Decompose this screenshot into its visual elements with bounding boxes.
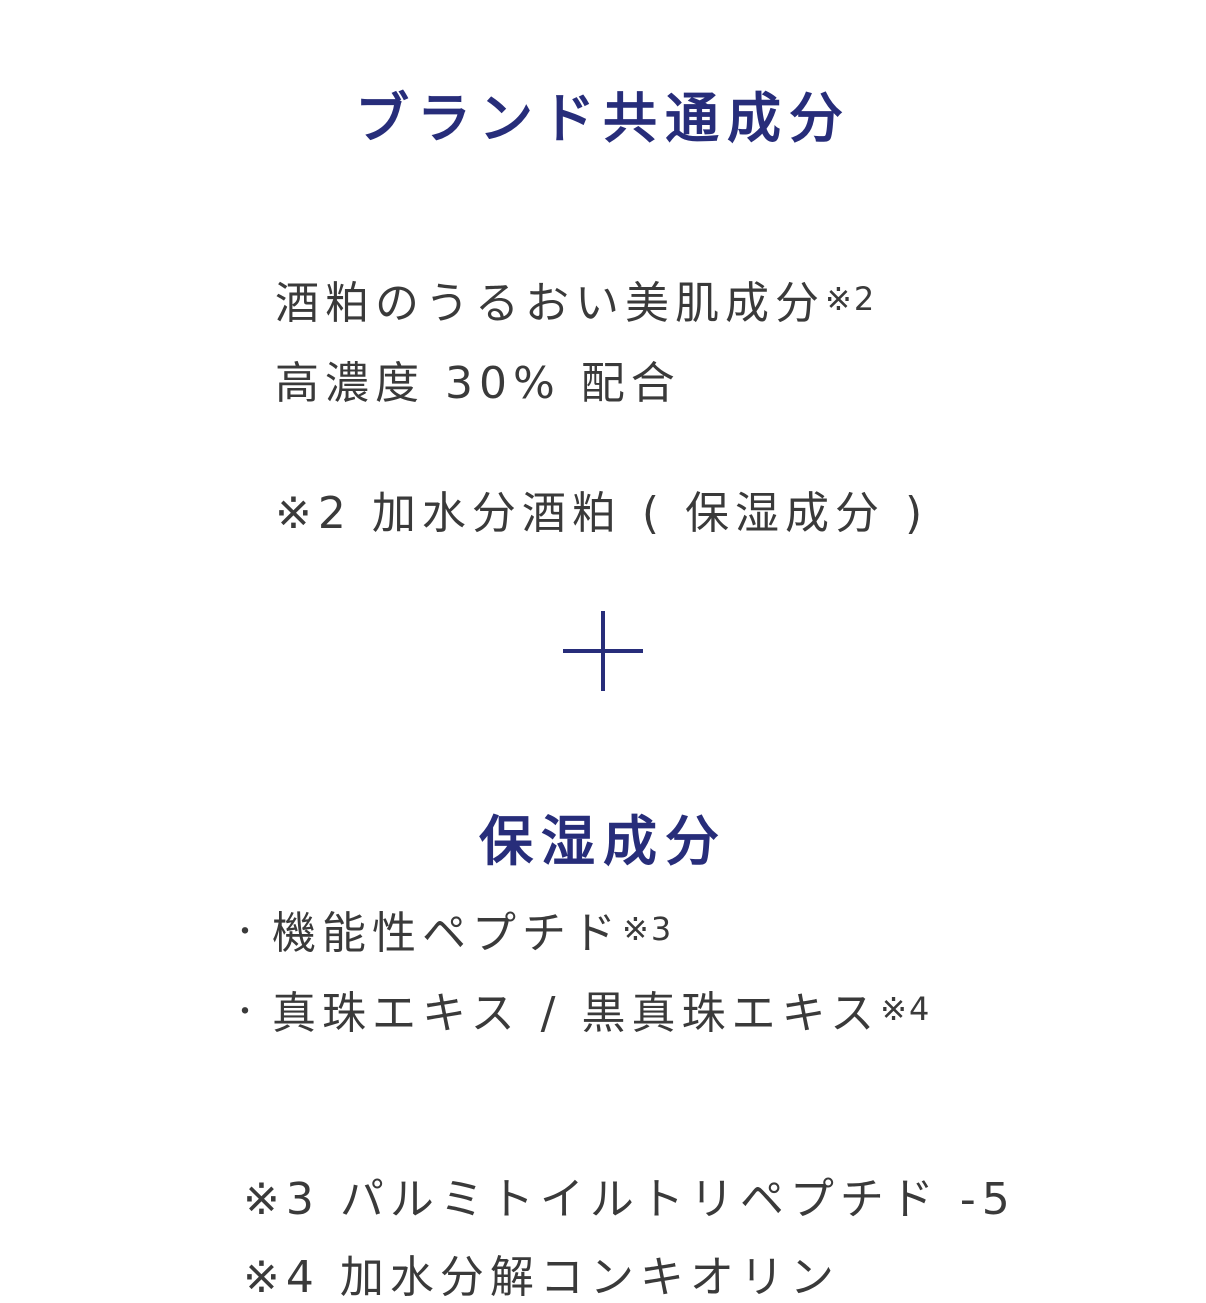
- list-item-functional-peptide: ・機能性ペプチド※3: [230, 912, 673, 956]
- plus-icon-vertical-bar: [601, 611, 605, 691]
- footnote-2: ※2 加水分酒粕 ( 保湿成分 ): [275, 488, 929, 539]
- sake-lees-ingredient-text: 酒粕のうるおい美肌成分: [275, 278, 825, 329]
- bullet: ・: [230, 995, 266, 1030]
- footnote-4: ※4 加水分解コンキオリン: [243, 1252, 840, 1303]
- brand-common-ingredients-heading: ブランド共通成分: [355, 87, 851, 150]
- footnote-mark-4: ※4: [880, 990, 932, 1028]
- footnote-mark-3: ※3: [622, 910, 674, 948]
- concentration-line: 高濃度 30% 配合: [275, 358, 681, 409]
- bullet: ・: [230, 915, 266, 950]
- list-item-pearl-extract: ・真珠エキス / 黒真珠エキス※4: [230, 992, 931, 1036]
- list-item-label: 機能性ペプチド: [272, 908, 622, 959]
- moisturizing-ingredients-heading: 保湿成分: [479, 810, 727, 873]
- sake-lees-ingredient-line: 酒粕のうるおい美肌成分※2: [275, 282, 876, 326]
- footnote-3: ※3 パルミトイルトリペプチド -5: [243, 1174, 1016, 1225]
- footnote-mark-2: ※2: [825, 280, 877, 318]
- plus-icon: [563, 611, 643, 691]
- list-item-label: 真珠エキス / 黒真珠エキス: [272, 988, 881, 1039]
